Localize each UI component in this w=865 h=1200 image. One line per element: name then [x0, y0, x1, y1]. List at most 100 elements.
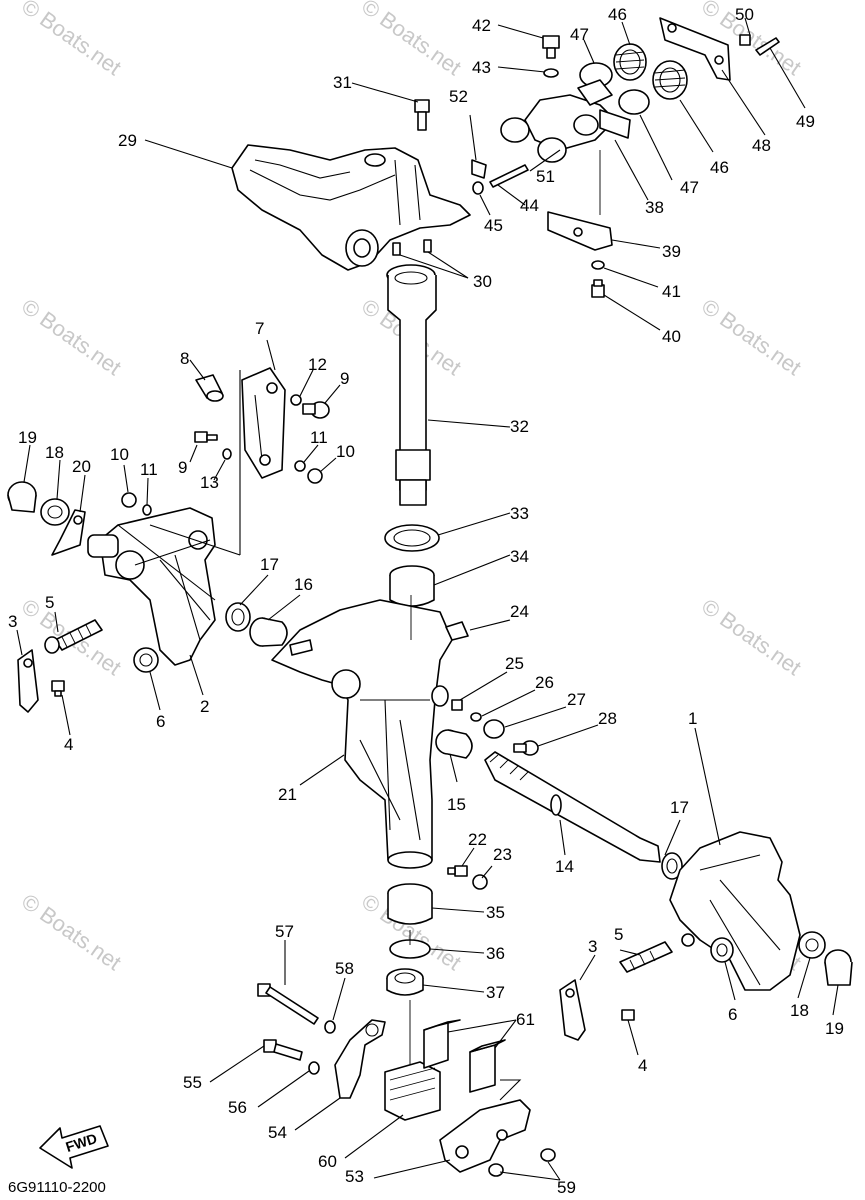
callout-58: 58 [335, 959, 354, 978]
callout-17: 17 [260, 555, 279, 574]
part-bushing-35 [387, 883, 433, 925]
part-bolt-9a [302, 401, 330, 419]
part-pin-30a [392, 242, 401, 256]
part-bushing-16 [249, 617, 288, 647]
callout-20: 20 [72, 457, 91, 476]
callout-36: 36 [486, 944, 505, 963]
part-ring-17-left [225, 602, 251, 632]
part-bushing-6-right [710, 937, 734, 963]
callout-47: 47 [570, 25, 589, 44]
part-bolt-57 [257, 983, 319, 1025]
callout-46: 46 [710, 158, 729, 177]
part-grease-nipple-22 [447, 865, 468, 877]
callout-57: 57 [275, 922, 294, 941]
callout-12: 12 [308, 355, 327, 374]
part-grease-nipple-25 [451, 699, 463, 711]
watermark: © Boats.net [17, 0, 126, 80]
callout-21: 21 [278, 785, 297, 804]
part-bolt-31 [414, 99, 430, 131]
part-ring-17-right [661, 852, 683, 880]
callout-19: 19 [825, 1019, 844, 1038]
callout-labels: 1 2 3 3 4 4 5 5 6 6 7 8 9 9 10 10 11 11 … [8, 5, 844, 1197]
callout-11: 11 [310, 428, 328, 447]
part-plate-48 [659, 17, 731, 81]
part-washer-26 [470, 712, 482, 722]
callout-5: 5 [614, 925, 623, 944]
part-nut-59b [540, 1148, 556, 1162]
callout-28: 28 [598, 709, 617, 728]
leader-lines [16, 17, 839, 1181]
callout-45: 45 [484, 216, 503, 235]
part-ring-47b [618, 89, 650, 115]
callout-7: 7 [255, 319, 264, 338]
part-screw-4-right [621, 1009, 635, 1021]
callout-3: 3 [8, 612, 17, 631]
callout-3: 3 [588, 937, 597, 956]
part-clip-52 [471, 159, 487, 179]
part-pad-61a [423, 1019, 461, 1069]
part-bolt-28 [513, 740, 539, 756]
callout-22: 22 [468, 830, 487, 849]
callout-35: 35 [486, 903, 505, 922]
callout-18: 18 [45, 443, 64, 462]
part-washer-13 [222, 448, 232, 460]
part-handle-3-right [559, 979, 586, 1041]
callout-53: 53 [345, 1167, 364, 1186]
callout-52: 52 [449, 87, 468, 106]
part-nut-10a [307, 468, 323, 484]
callout-33: 33 [510, 504, 529, 523]
callout-46: 46 [608, 5, 627, 24]
part-nut-10b [121, 492, 137, 508]
part-pin-30b [423, 239, 432, 253]
part-block-60 [384, 1061, 441, 1121]
part-screw-44 [472, 164, 529, 195]
part-bracket-lower [439, 1099, 531, 1173]
callout-48: 48 [752, 136, 771, 155]
callout-26: 26 [535, 673, 554, 692]
diagram-code: 6G91110-2200 [8, 1179, 106, 1196]
part-clip-24 [445, 621, 469, 641]
part-screw-49 [739, 34, 780, 56]
callout-49: 49 [796, 112, 815, 131]
callout-2: 2 [200, 697, 209, 716]
part-bushing-15 [435, 729, 473, 759]
callout-61: 61 [516, 1010, 535, 1029]
callout-47: 47 [680, 178, 699, 197]
callout-42: 42 [472, 16, 491, 35]
callout-60: 60 [318, 1152, 337, 1171]
callout-31: 31 [333, 73, 352, 92]
part-plate-20 [51, 509, 86, 556]
watermark: © Boats.net [697, 294, 806, 381]
parts-artwork [7, 17, 853, 1177]
callout-19: 19 [18, 428, 37, 447]
part-nut-18-right [798, 931, 826, 959]
watermark: © Boats.net [697, 594, 806, 681]
callout-18: 18 [790, 1001, 809, 1020]
part-nut-59a [488, 1163, 504, 1177]
part-spring-46b [652, 60, 688, 100]
callout-39: 39 [662, 242, 681, 261]
callout-4: 4 [64, 735, 73, 754]
callout-24: 24 [510, 602, 529, 621]
watermark: © Boats.net [17, 889, 126, 976]
part-swivel-shaft-32 [386, 264, 437, 506]
callout-23: 23 [493, 845, 512, 864]
callout-10: 10 [110, 445, 129, 464]
callout-34: 34 [510, 547, 529, 566]
part-bushing-6-left [133, 647, 159, 673]
callout-30: 30 [473, 272, 492, 291]
part-cap-8 [195, 374, 224, 402]
part-steering-bracket [231, 144, 471, 271]
part-bolt-40 [591, 279, 605, 298]
callout-6: 6 [728, 1005, 737, 1024]
part-washer-58 [324, 1020, 336, 1034]
watermark: © Boats.net [17, 294, 126, 381]
part-cap-19-right [824, 949, 853, 986]
callout-17: 17 [670, 798, 689, 817]
callout-32: 32 [510, 417, 529, 436]
part-handle-3-left [17, 649, 39, 713]
callout-29: 29 [118, 131, 137, 150]
part-swivel-bracket-21 [271, 599, 453, 869]
part-tilt-tube-14 [484, 751, 661, 863]
